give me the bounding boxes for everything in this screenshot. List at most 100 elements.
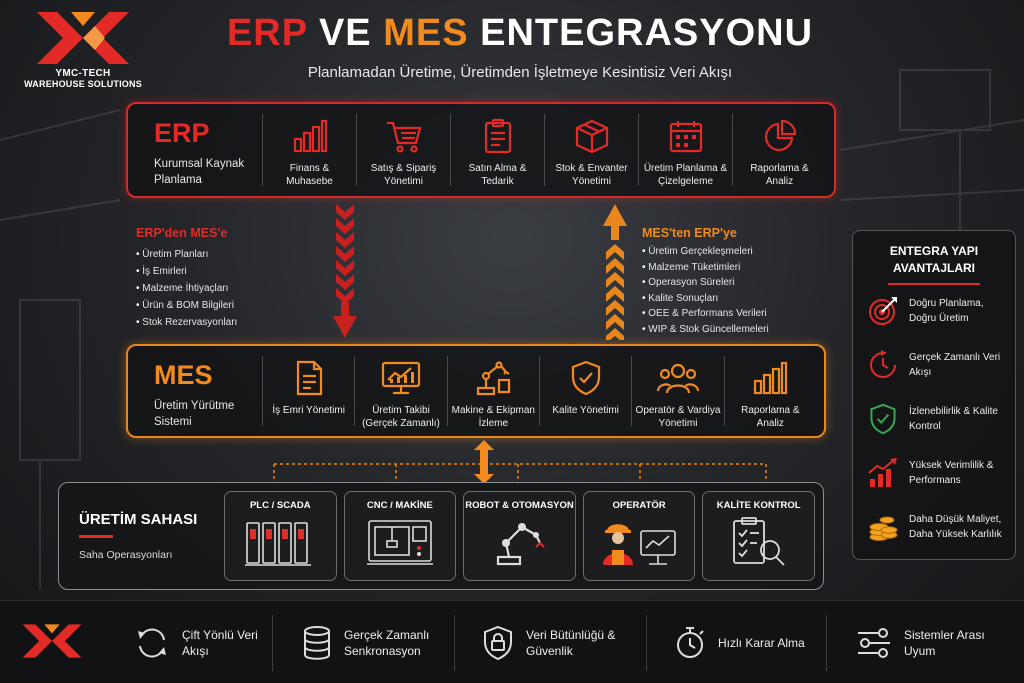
pie-chart-icon [764, 119, 796, 151]
feature-bidirectional: Çift Yönlü Veri Akışı [134, 601, 262, 683]
database-icon [304, 625, 330, 660]
saha-card-operator: OPERATÖR [582, 491, 696, 581]
card-label: PLC / SCADA [249, 500, 311, 511]
list-item: Ürün & BOM Bilgileri [136, 297, 237, 314]
advantage-label: Doğru Planlama, Doğru Üretim [909, 298, 984, 324]
feature-label: Hızlı Karar Alma [718, 635, 805, 650]
erp-to-mes-list: Üretim Planları İş Emirleri Malzeme İhti… [136, 246, 237, 331]
divider [646, 615, 647, 671]
plc-icon [245, 522, 312, 566]
page-subtitle: Planlamadan Üretime, Üretimden İşletmeye… [307, 64, 733, 81]
cart-icon [386, 121, 421, 153]
divider [826, 615, 827, 671]
list-item: Kalite Sonuçları [642, 291, 769, 307]
calendar-icon [669, 121, 702, 153]
page-title: ERP VE MES ENTEGRASYONU [180, 12, 860, 55]
saha-card-plc: PLC / SCADA [224, 491, 337, 581]
module-label: Satın Alma & Tedarik [468, 163, 527, 187]
list-item: Operasyon Süreleri [642, 275, 769, 291]
target-icon [869, 297, 897, 325]
erp-module-sales: Satış & Sipariş Yönetimi [356, 114, 450, 187]
advantages-title: ENTEGRA YAPI AVANTAJLARI [853, 243, 1015, 277]
module-label: Raporlama & Analiz [750, 163, 809, 187]
inspection-icon [732, 517, 785, 566]
advantage-item: Gerçek Zamanlı Veri Akışı [867, 349, 1009, 381]
advantage-label: Yüksek Verimlilik & Performans [909, 460, 994, 486]
saha-card-quality: KALİTE KONTROL [702, 491, 815, 581]
erp-modules: Finans & Muhasebe Satış & Sipariş Yöneti… [262, 114, 826, 187]
mes-description: Üretim Yürütme Sistemi [154, 400, 235, 428]
shield-lock-icon [484, 625, 512, 660]
growth-chart-icon [868, 458, 897, 487]
robot-arm-icon [477, 361, 511, 396]
production-floor-panel: ÜRETİM SAHASI Saha Operasyonları PLC / S… [58, 482, 824, 590]
erp-module-stock: Stok & Envanter Yönetimi [544, 114, 638, 187]
erp-module-purchasing: Satın Alma & Tedarik [450, 114, 544, 187]
module-label: Makine & Ekipman İzleme [451, 405, 535, 429]
saha-connector [273, 440, 767, 486]
advantages-title-line1: ENTEGRA YAPI [889, 244, 979, 258]
list-item: Stok Rezervasyonları [136, 314, 237, 331]
mes-modules: İş Emri Yönetimi Üretim Takibi (Gerçek Z… [262, 356, 816, 429]
list-item: OEE & Performans Verileri [642, 306, 769, 322]
title-ve: VE [318, 12, 372, 54]
erp-module-planning: Üretim Planlama & Çizelgeleme [638, 114, 732, 187]
card-label: ROBOT & OTOMASYON [465, 500, 574, 511]
advantages-underline [888, 283, 980, 285]
card-label: CNC / MAKİNE [366, 500, 433, 511]
title-rest: ENTEGRASYONU [480, 12, 814, 54]
document-icon [296, 360, 322, 396]
clipboard-icon [484, 118, 511, 154]
mes-module-quality: Kalite Yönetimi [538, 356, 631, 426]
list-item: Üretim Planları [136, 246, 237, 263]
divider [454, 615, 455, 671]
saha-description: Saha Operasyonları [79, 549, 173, 561]
brand-name: YMC-TECH [55, 68, 111, 79]
mes-module-machines: Makine & Ekipman İzleme [446, 356, 539, 429]
arrow-up-icon [603, 204, 627, 340]
ymc-logo-icon [37, 12, 129, 64]
mes-title: MES [154, 360, 213, 390]
advantage-label: Daha Düşük Maliyet, Daha Yüksek Karlılık [909, 514, 1002, 540]
mes-to-erp-panel: MES'ten ERP'ye Üretim Gerçekleşmeleri Ma… [642, 226, 769, 337]
feature-label: Çift Yönlü Veri Akışı [182, 627, 258, 658]
module-label: Satış & Sipariş Yönetimi [370, 163, 437, 187]
list-item: Üretim Gerçekleşmeleri [642, 244, 769, 260]
feature-system-compat: Sistemler Arası Uyum [856, 601, 1004, 683]
feature-label: Gerçek Zamanlı Senkronasyon [344, 627, 430, 658]
box-icon [575, 119, 608, 154]
module-label: Kalite Yönetimi [552, 405, 619, 416]
coins-icon [869, 516, 898, 541]
erp-to-mes-title: ERP'den MES'e [136, 226, 228, 240]
monitor-chart-icon [381, 361, 421, 395]
brand-logo: YMC-TECH WAREHOUSE SOLUTIONS [18, 10, 148, 100]
module-label: Stok & Envanter Yönetimi [555, 163, 628, 187]
feature-realtime-sync: Gerçek Zamanlı Senkronasyon [302, 601, 444, 683]
network-icon [858, 627, 890, 658]
title-erp: ERP [226, 12, 308, 54]
clock-icon [870, 350, 896, 378]
erp-to-mes-panel: ERP'den MES'e Üretim Planları İş Emirler… [136, 226, 237, 331]
advantage-item: Yüksek Verimlilik & Performans [867, 457, 1009, 489]
module-label: Üretim Takibi (Gerçek Zamanlı) [362, 405, 440, 429]
module-label: Finans & Muhasebe [286, 163, 333, 187]
erp-module-finance: Finans & Muhasebe [262, 114, 356, 187]
divider [272, 615, 273, 671]
feature-data-integrity: Veri Bütünlüğü & Güvenlik [482, 601, 636, 683]
module-label: Operatör & Vardiya Yönetimi [635, 405, 721, 429]
bar-chart-icon [754, 361, 788, 395]
cnc-icon [366, 520, 433, 565]
advantage-item: Daha Düşük Maliyet, Daha Yüksek Karlılık [867, 511, 1009, 543]
brand-tagline: WAREHOUSE SOLUTIONS [24, 79, 142, 89]
mes-module-tracking: Üretim Takibi (Gerçek Zamanlı) [354, 356, 446, 429]
erp-module-reporting: Raporlama & Analiz [732, 114, 826, 187]
saha-title: ÜRETİM SAHASI [79, 511, 198, 528]
stopwatch-icon [677, 626, 704, 658]
module-label: Raporlama & Analiz [741, 405, 800, 429]
saha-cards: PLC / SCADA CNC / MAKİNE ROBOT & OTOMASY… [224, 491, 815, 581]
mes-module-work-orders: İş Emri Yönetimi [262, 356, 354, 426]
advantages-title-line2: AVANTAJLARI [893, 261, 975, 275]
list-item: Malzeme İhtiyaçları [136, 280, 237, 297]
list-item: İş Emirleri [136, 263, 237, 280]
bottom-features-bar: Çift Yönlü Veri Akışı Gerçek Zamanlı Sen… [0, 600, 1024, 683]
